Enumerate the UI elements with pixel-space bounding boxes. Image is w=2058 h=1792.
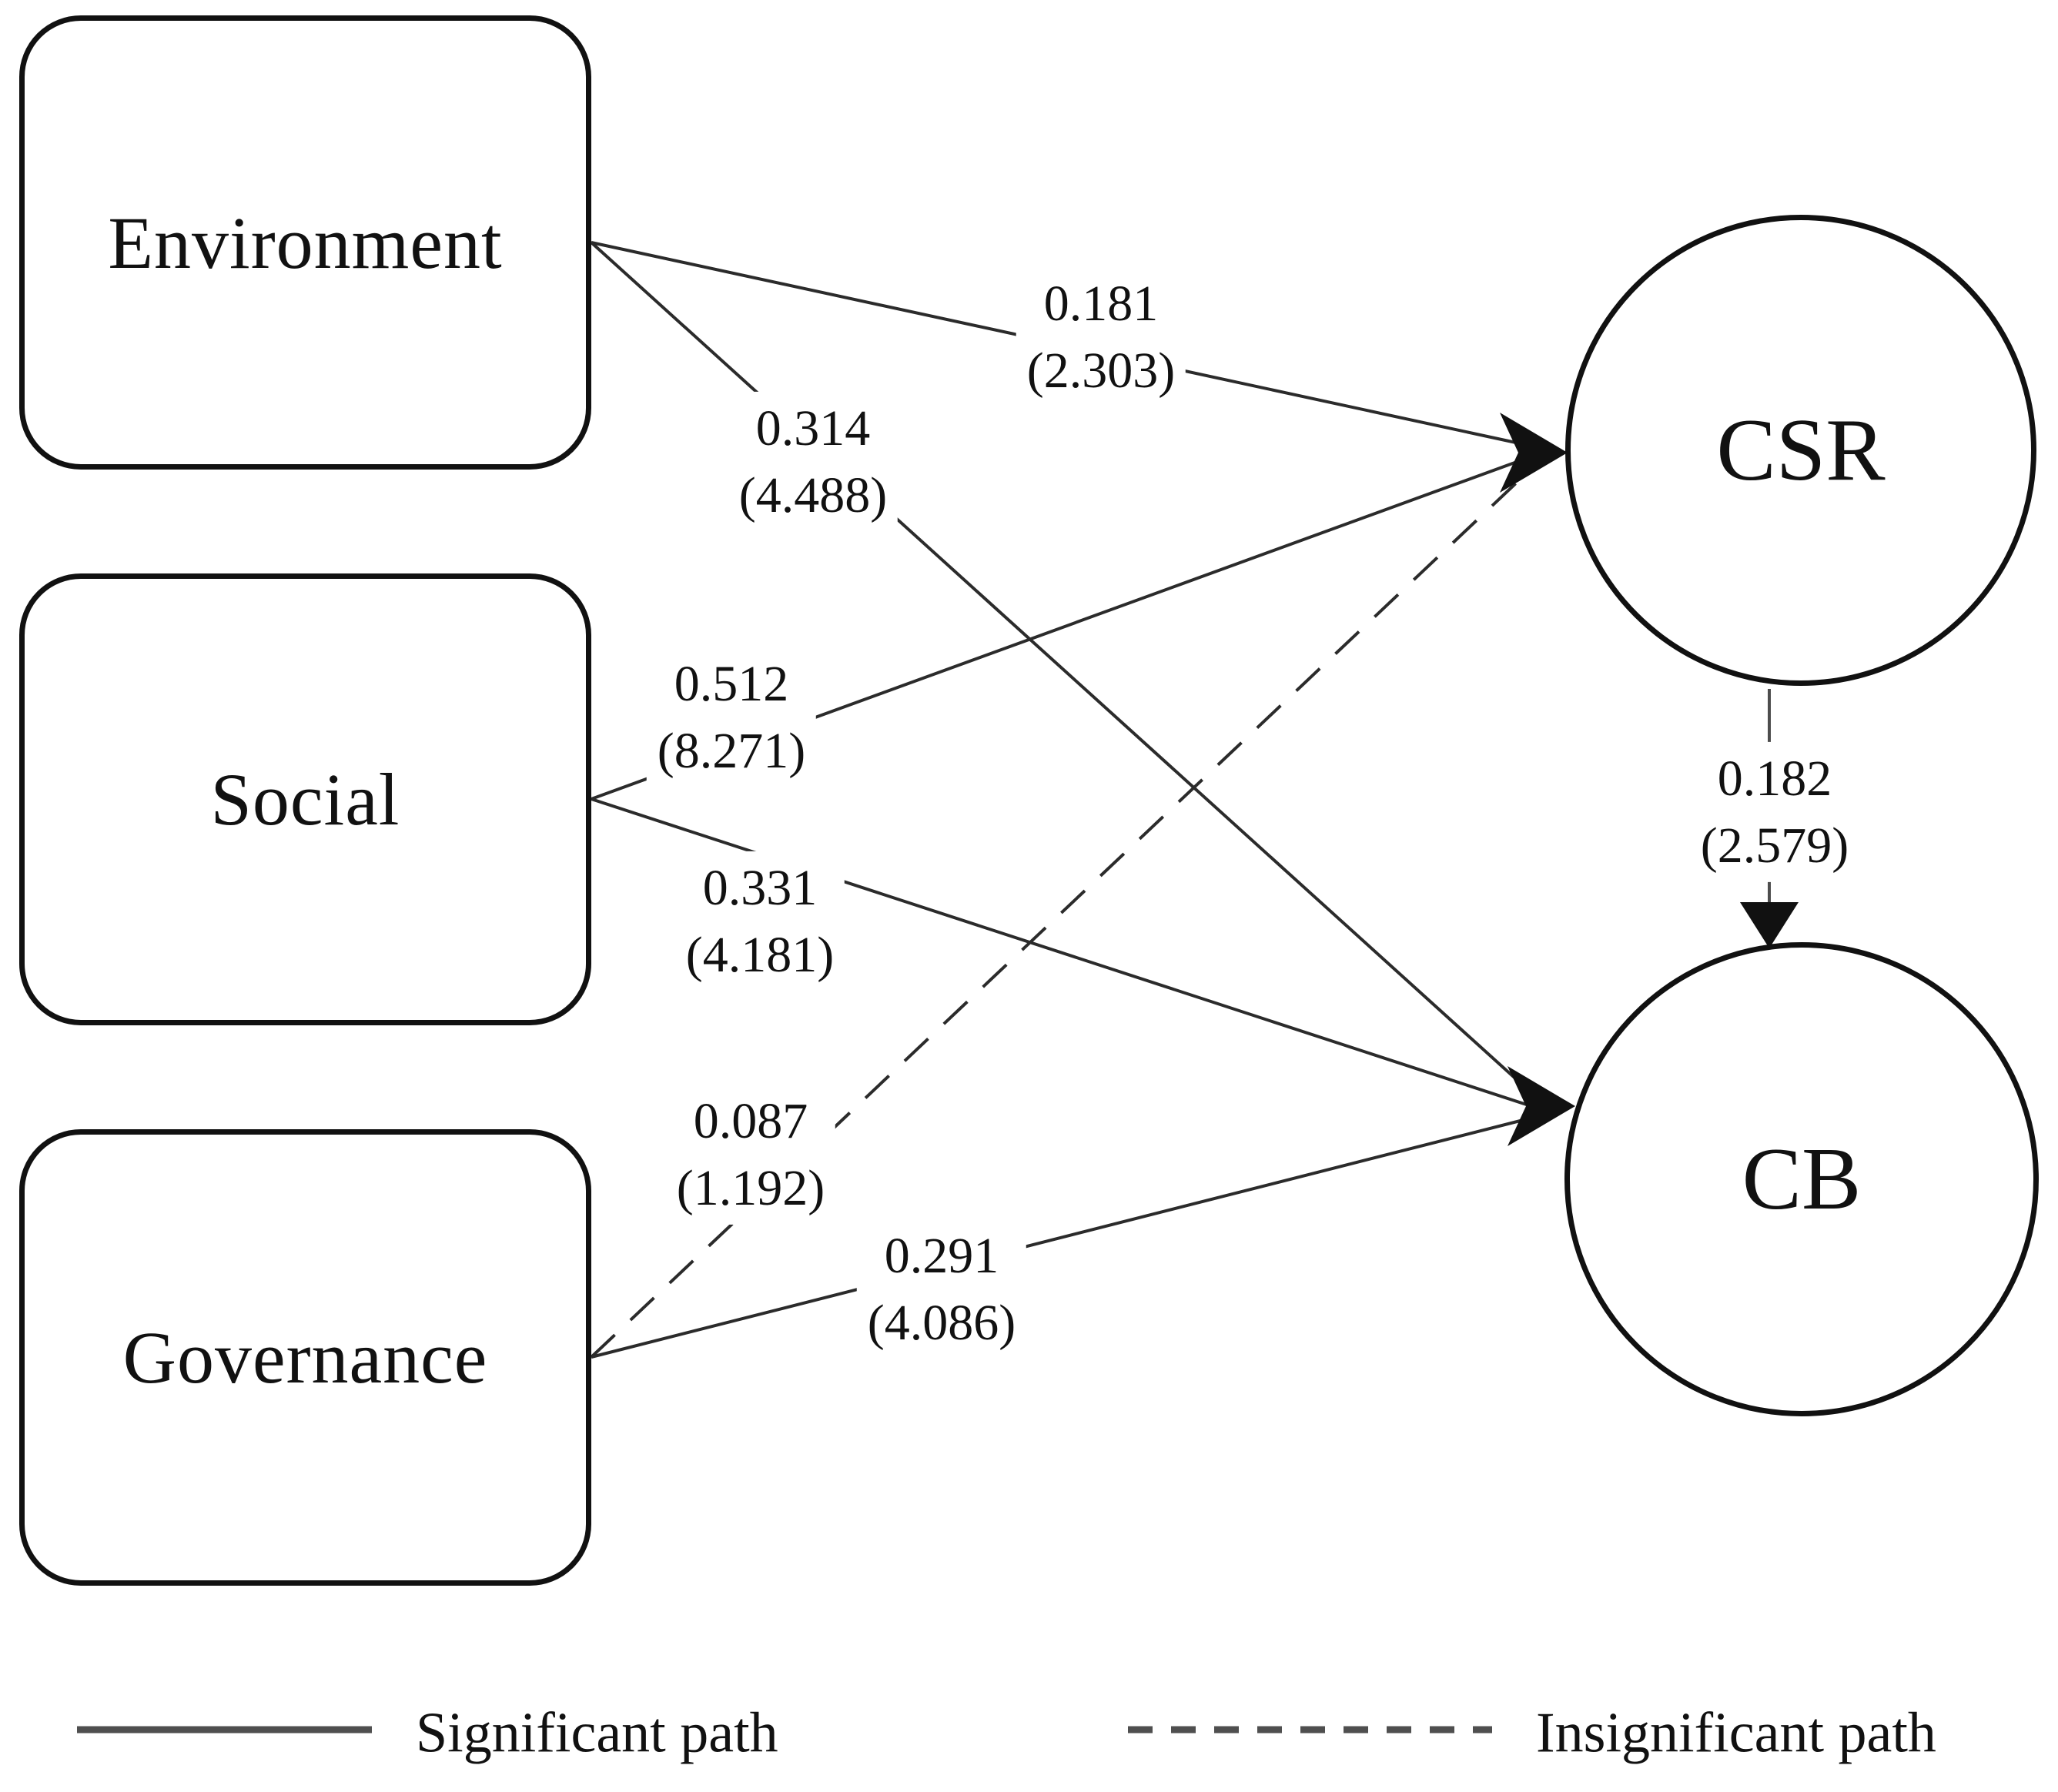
path-line-environment-cb — [590, 241, 1540, 1101]
path-label-social-csr: 0.512 (8.271) — [646, 647, 817, 788]
path-line-governance-cb — [591, 1115, 1539, 1359]
t-value: (4.181) — [685, 927, 835, 983]
t-value: (1.192) — [676, 1160, 825, 1216]
arrowhead-into-cb-left-icon — [1508, 1066, 1575, 1146]
coefficient-value: 0.291 — [884, 1227, 999, 1284]
node-environment-label: Environment — [108, 201, 503, 284]
node-cb-label: CB — [1742, 1129, 1862, 1229]
node-social: Social — [19, 573, 591, 1025]
node-governance-label: Governance — [122, 1316, 488, 1399]
coefficient-value: 0.512 — [674, 655, 789, 712]
arrowhead-into-cb-top-icon — [1740, 902, 1799, 948]
coefficient-value: 0.314 — [755, 400, 871, 456]
path-label-environment-csr: 0.181 (2.303) — [1016, 266, 1186, 408]
node-cb: CB — [1564, 942, 2039, 1416]
path-label-social-cb: 0.331 (4.181) — [674, 851, 845, 992]
coefficient-value: 0.181 — [1043, 275, 1159, 332]
coefficient-value: 0.087 — [693, 1092, 808, 1149]
node-governance: Governance — [19, 1129, 591, 1586]
t-value: (4.086) — [867, 1295, 1016, 1351]
coefficient-value: 0.331 — [702, 859, 818, 916]
path-line-social-cb — [591, 797, 1539, 1110]
path-label-environment-cb: 0.314 (4.488) — [728, 391, 898, 533]
t-value: (2.303) — [1026, 343, 1176, 399]
coefficient-value: 0.182 — [1717, 750, 1832, 807]
legend-significant-label: Significant path — [416, 1701, 778, 1765]
legend-insignificant-label: Insignificant path — [1536, 1701, 1936, 1765]
path-label-governance-csr: 0.087 (1.192) — [665, 1084, 836, 1225]
arrowhead-into-csr-icon — [1500, 413, 1568, 493]
t-value: (2.579) — [1700, 817, 1849, 874]
path-label-governance-cb: 0.291 (4.086) — [856, 1219, 1027, 1360]
t-value: (4.488) — [738, 467, 888, 523]
node-csr-label: CSR — [1716, 400, 1886, 500]
t-value: (8.271) — [657, 723, 806, 779]
node-environment: Environment — [19, 15, 591, 470]
path-label-csr-cb: 0.182 (2.579) — [1689, 741, 1860, 883]
node-csr: CSR — [1565, 215, 2036, 686]
node-social-label: Social — [210, 758, 400, 841]
